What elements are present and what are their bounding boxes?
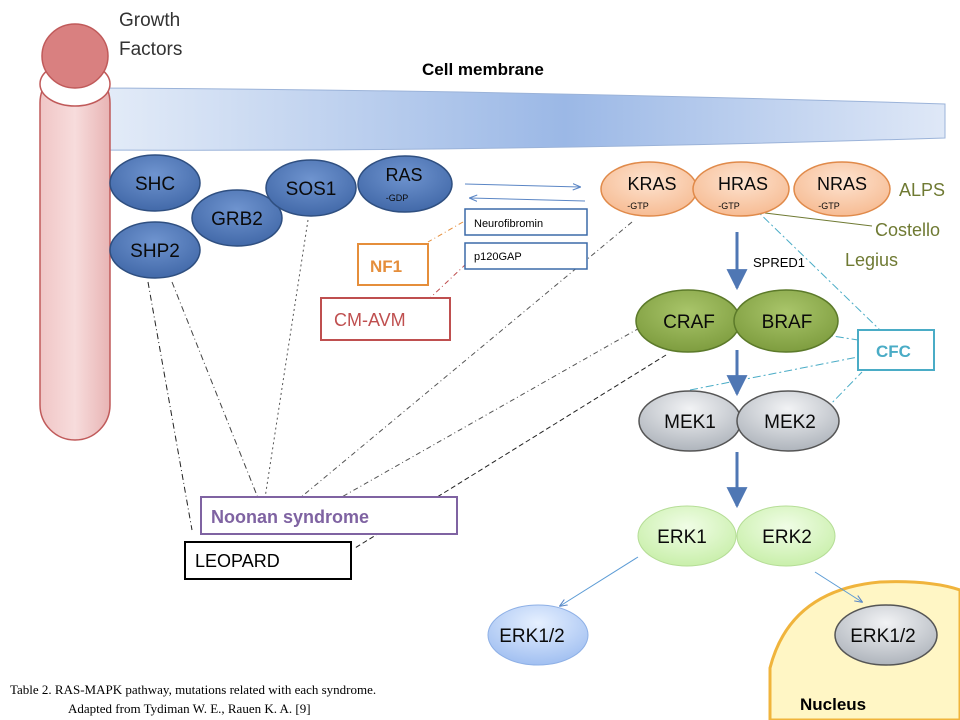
nf1-syndrome-box: NF1 — [357, 243, 429, 286]
svg-text:-GDP: -GDP — [386, 193, 409, 203]
svg-text:-GTP: -GTP — [718, 201, 740, 211]
hras-node: HRAS -GTP — [692, 161, 790, 217]
svg-text:MEK2: MEK2 — [764, 412, 816, 433]
svg-text:HRAS: HRAS — [718, 174, 768, 194]
arrow-erk-to-cytoplasm — [560, 556, 639, 606]
sos1-node: SOS1 — [265, 159, 357, 217]
activation-arrow — [464, 184, 580, 187]
cm-avm-syndrome-box: CM-AVM — [320, 297, 451, 341]
arrow-erk-to-nucleus — [814, 571, 862, 602]
p120gap-box: p120GAP — [464, 242, 588, 270]
svg-text:-GTP: -GTP — [818, 201, 840, 211]
neurofibromin-box: Neurofibromin — [464, 208, 588, 236]
svg-text:LEOPARD: LEOPARD — [195, 551, 280, 571]
erk12-cytoplasm-node: ERK1/2 — [487, 604, 589, 666]
leopard-syndrome-box: LEOPARD — [184, 541, 352, 580]
grb2-node: GRB2 — [191, 189, 283, 247]
caption-line1: Table 2. RAS-MAPK pathway, mutations rel… — [10, 682, 376, 697]
svg-text:RAS: RAS — [385, 165, 422, 185]
svg-text:NF1: NF1 — [370, 257, 402, 276]
svg-text:CRAF: CRAF — [663, 312, 715, 333]
braf-node: BRAF — [733, 289, 839, 353]
svg-text:SHP2: SHP2 — [130, 241, 180, 262]
ras-gdp-node: RAS -GDP — [357, 155, 453, 213]
erk1-node: ERK1 — [637, 505, 737, 567]
svg-text:Noonan syndrome: Noonan syndrome — [211, 507, 369, 527]
svg-text:ERK1/2: ERK1/2 — [850, 626, 915, 647]
legius-label: Legius — [845, 250, 898, 270]
kras-node: KRAS -GTP — [600, 161, 698, 217]
inactivation-arrow — [470, 198, 586, 201]
noonan-syndrome-box: Noonan syndrome — [200, 496, 458, 535]
svg-text:Neurofibromin: Neurofibromin — [474, 218, 543, 230]
svg-text:GRB2: GRB2 — [211, 209, 263, 230]
mek1-node: MEK1 — [638, 390, 742, 452]
shp2-node: SHP2 — [109, 221, 201, 279]
svg-text:ERK1/2: ERK1/2 — [499, 626, 564, 647]
svg-text:SHC: SHC — [135, 174, 175, 195]
spred1-label: SPRED1 — [753, 255, 805, 270]
caption-line2: Adapted from Tydiman W. E., Rauen K. A. … — [68, 701, 311, 716]
svg-text:p120GAP: p120GAP — [474, 251, 522, 263]
alps-label: ALPS — [899, 180, 945, 200]
growth-factors-label-line1: Growth — [119, 10, 180, 31]
svg-text:BRAF: BRAF — [762, 312, 813, 333]
svg-text:ERK1: ERK1 — [657, 527, 707, 548]
growth-factor-receptor — [39, 23, 111, 441]
shc-node: SHC — [109, 154, 201, 212]
svg-text:ERK2: ERK2 — [762, 527, 812, 548]
nucleus-label: Nucleus — [800, 695, 866, 714]
svg-text:CM-AVM: CM-AVM — [334, 310, 406, 330]
svg-text:KRAS: KRAS — [627, 174, 676, 194]
svg-text:CFC: CFC — [876, 342, 911, 361]
cell-membrane — [99, 87, 946, 151]
cfc-syndrome-box: CFC — [857, 329, 935, 371]
nras-node: NRAS -GTP — [793, 161, 891, 217]
svg-text:MEK1: MEK1 — [664, 412, 716, 433]
svg-text:SOS1: SOS1 — [286, 179, 337, 200]
cell-membrane-label: Cell membrane — [422, 60, 544, 79]
mek2-node: MEK2 — [736, 390, 840, 452]
svg-text:-GTP: -GTP — [627, 201, 649, 211]
erk2-node: ERK2 — [736, 505, 836, 567]
svg-text:NRAS: NRAS — [817, 174, 867, 194]
growth-factors-label-line2: Factors — [119, 39, 182, 60]
costello-label: Costello — [875, 220, 940, 240]
erk12-nucleus-node: ERK1/2 — [834, 604, 938, 666]
craf-node: CRAF — [635, 289, 741, 353]
